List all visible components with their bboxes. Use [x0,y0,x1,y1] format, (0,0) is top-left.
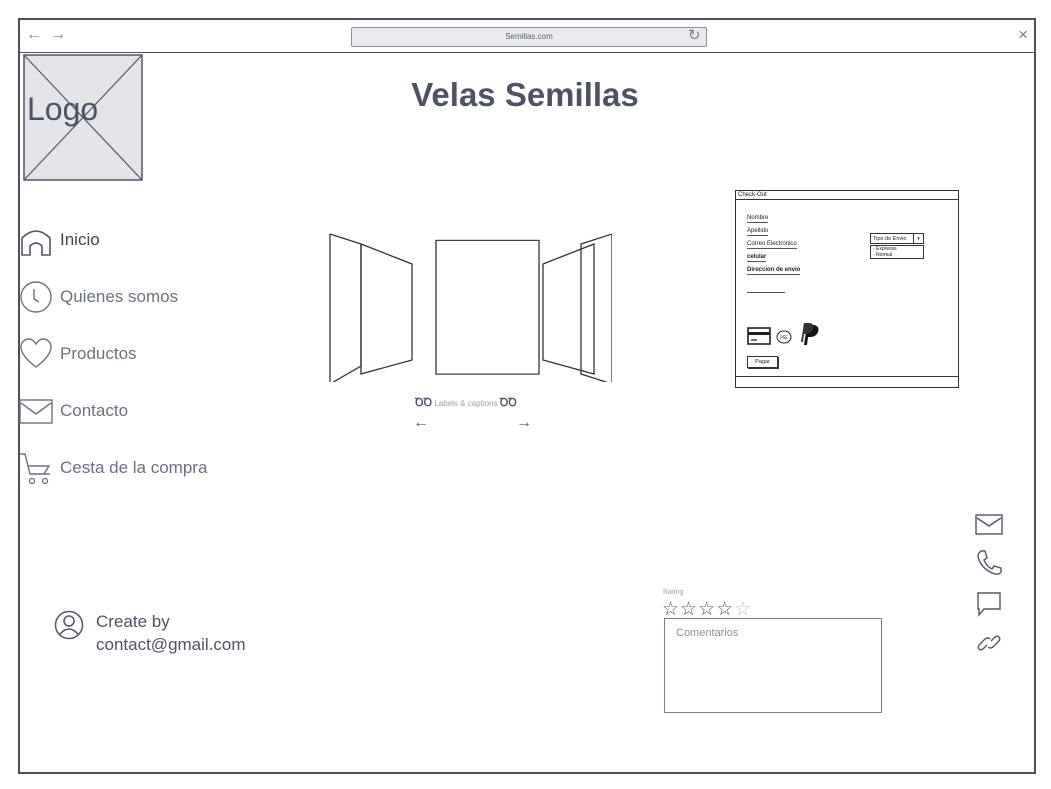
star-icon[interactable]: ☆ [680,599,699,620]
apellido-field[interactable]: Apellido [747,228,769,236]
shipping-select[interactable]: Tipo de Envio ▾ [870,233,924,244]
star-icon[interactable]: ☆ [698,599,717,620]
link-icon[interactable] [974,628,1004,658]
logo-placeholder [23,54,143,181]
blank-field[interactable] [747,292,785,293]
cart-icon [19,453,51,485]
mail-icon [19,399,53,424]
arrow-left-icon[interactable]: ← [26,26,50,43]
sidebar-item-label: Contacto [60,401,129,420]
logo-text: Logo [27,91,99,127]
sidebar-item-contacto[interactable]: Contacto [18,393,128,429]
pay-button[interactable]: Pagar [747,356,778,368]
sidebar-item-label: Productos [60,344,137,363]
arrow-right-icon[interactable]: → [516,414,532,431]
checkout-panel: Check-Out Nombre Apellido Correo Electro… [735,190,959,388]
image-carousel [329,233,612,382]
direccion-field[interactable]: Direccion de envio [747,267,801,275]
browser-window: ←→ Semillas.com ↻ × [18,18,1036,774]
page-title: Velas Semillas [411,76,639,113]
celular-field[interactable]: celular [747,254,767,262]
sidebar-item-quienes-somos[interactable]: Quienes somos [18,279,178,315]
email-field[interactable]: Correo Electronico [747,241,797,249]
close-icon[interactable]: × [1018,25,1028,44]
creator-info: Create by contact@gmail.com [54,610,246,656]
contact-email[interactable]: contact@gmail.com [96,635,246,654]
sidebar-item-cesta[interactable]: Cesta de la compra [18,450,207,486]
shipping-option[interactable]: - Expresss [873,246,897,252]
arrow-right-icon[interactable]: → [50,26,74,43]
star-icon[interactable]: ☆ [662,599,681,620]
clock-icon [20,281,52,313]
sidebar-item-inicio[interactable]: Inicio [18,222,100,258]
phone-icon[interactable] [974,548,1004,578]
chevron-down-icon: ▾ [913,234,923,243]
star-icon[interactable]: ☆ [716,599,735,620]
url-bar[interactable]: Semillas.com [351,27,707,47]
comments-textarea[interactable]: Comentarios [664,618,882,713]
svg-text:PSE: PSE [780,335,788,340]
chat-icon[interactable] [974,589,1004,619]
rating-stars[interactable]: ☆☆☆☆☆ [662,598,752,621]
paypal-icon[interactable] [799,323,821,347]
heart-icon [20,338,52,368]
credit-card-icon[interactable] [747,327,771,345]
sidebar-item-productos[interactable]: Productos [18,336,137,372]
mail-icon[interactable] [974,510,1004,540]
created-by-label: Create by [96,612,170,631]
shipping-options[interactable]: - Expresss - Normal [870,245,924,259]
sidebar-item-label: Inicio [60,230,100,249]
reload-icon[interactable]: ↻ [688,27,701,44]
browser-toolbar: ←→ Semillas.com ↻ × [20,20,1034,53]
coin-icon[interactable]: PSE [776,330,792,344]
nombre-field[interactable]: Nombre [747,215,769,223]
sidebar-item-label: Quienes somos [60,287,179,306]
checkout-title: Check-Out [736,191,958,200]
star-icon[interactable]: ☆ [734,599,753,620]
shipping-option[interactable]: - Normal [873,252,893,258]
rating-label: Rating [663,589,684,596]
home-icon [21,230,51,256]
comments-placeholder: Comentarios [676,627,739,639]
arrow-left-icon[interactable]: ← [413,414,429,431]
checkout-footer-line [736,376,958,377]
carousel-caption: ꝹꝹ Labels & captions ꝹꝹ [415,397,517,409]
user-icon [54,610,84,640]
sidebar-item-label: Cesta de la compra [60,458,208,477]
